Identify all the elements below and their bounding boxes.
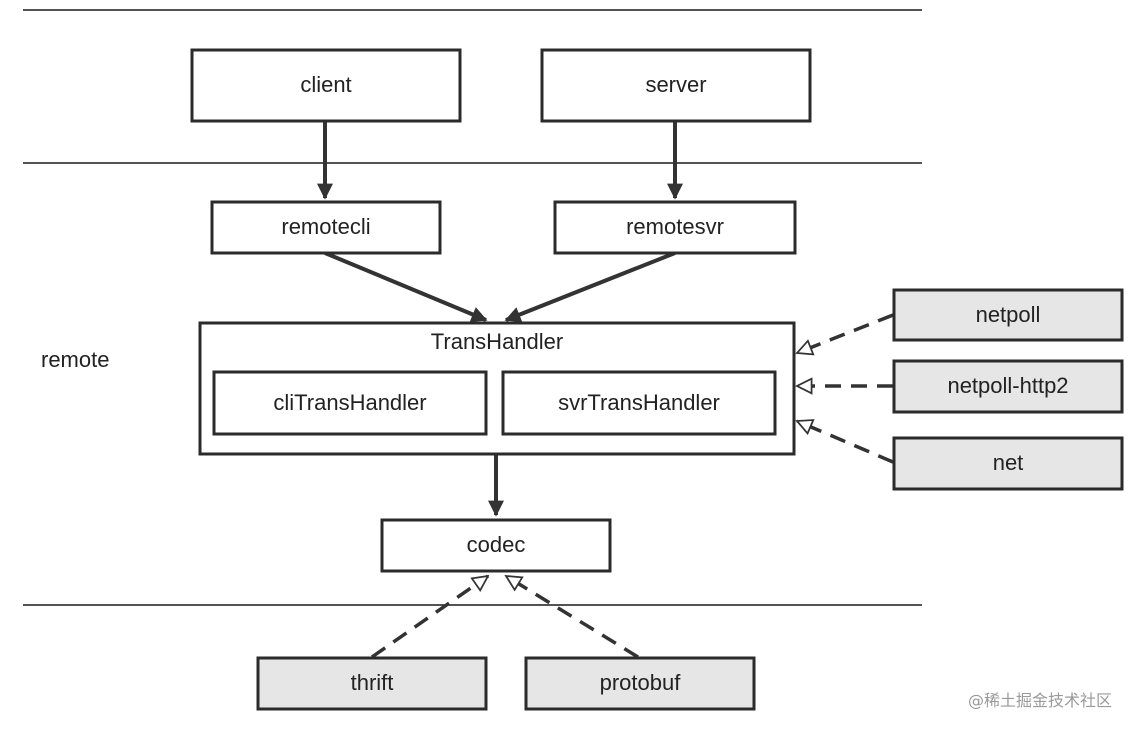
node-remotesvr: remotesvr	[553, 200, 797, 255]
node-codec-label: codec	[467, 532, 526, 557]
edge-net-implements-transhandler	[797, 421, 894, 464]
node-clitranshandler-label: cliTransHandler	[273, 390, 426, 415]
layer-label-remote: remote	[41, 347, 109, 372]
node-remotesvr-label: remotesvr	[626, 214, 724, 239]
node-thrift: thrift	[256, 656, 488, 711]
node-netpoll-http2: netpoll-http2	[892, 359, 1124, 414]
node-codec: codec	[380, 518, 612, 573]
node-netpoll-label: netpoll	[976, 302, 1041, 327]
node-svrtranshandler-label: svrTransHandler	[558, 390, 720, 415]
node-net: net	[892, 436, 1124, 491]
node-net-label: net	[993, 450, 1024, 475]
node-netpoll: netpoll	[892, 288, 1124, 342]
node-clitranshandler: cliTransHandler	[212, 370, 488, 436]
node-remotecli-label: remotecli	[281, 214, 370, 239]
node-server-label: server	[645, 72, 706, 97]
node-protobuf: protobuf	[524, 656, 756, 711]
node-client-label: client	[300, 72, 351, 97]
edge-remotecli-to-transhandler	[324, 251, 488, 322]
node-client: client	[190, 48, 462, 123]
edge-thrift-implements-codec	[370, 574, 488, 659]
node-svrtranshandler: svrTransHandler	[501, 370, 777, 436]
edge-remotesvr-to-transhandler	[504, 251, 676, 323]
watermark: @稀土掘金技术社区	[968, 691, 1112, 710]
node-server: server	[540, 48, 812, 123]
edge-protobuf-implements-codec	[506, 574, 639, 659]
node-remotecli: remotecli	[210, 200, 442, 255]
node-thrift-label: thrift	[351, 670, 394, 695]
edge-netpoll-implements-transhandler	[797, 313, 894, 353]
node-protobuf-label: protobuf	[600, 670, 682, 695]
node-netpoll-http2-label: netpoll-http2	[947, 373, 1068, 398]
node-transhandler-label: TransHandler	[431, 329, 563, 354]
